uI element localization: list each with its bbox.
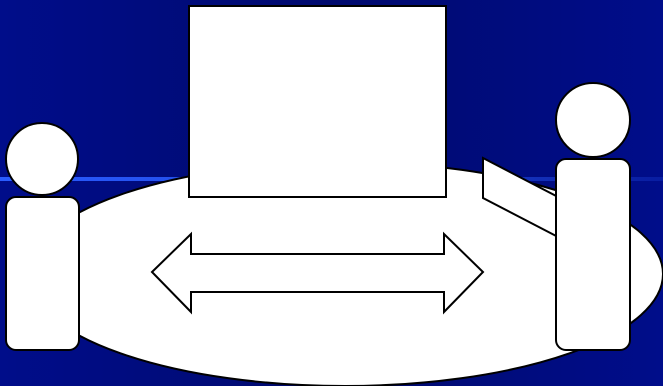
person-right — [556, 83, 630, 350]
person-right-body — [556, 159, 630, 350]
person-right-head — [556, 83, 630, 157]
person-left — [6, 123, 79, 350]
person-left-body — [6, 197, 79, 350]
person-left-head — [6, 123, 78, 195]
projection-screen — [189, 6, 446, 197]
